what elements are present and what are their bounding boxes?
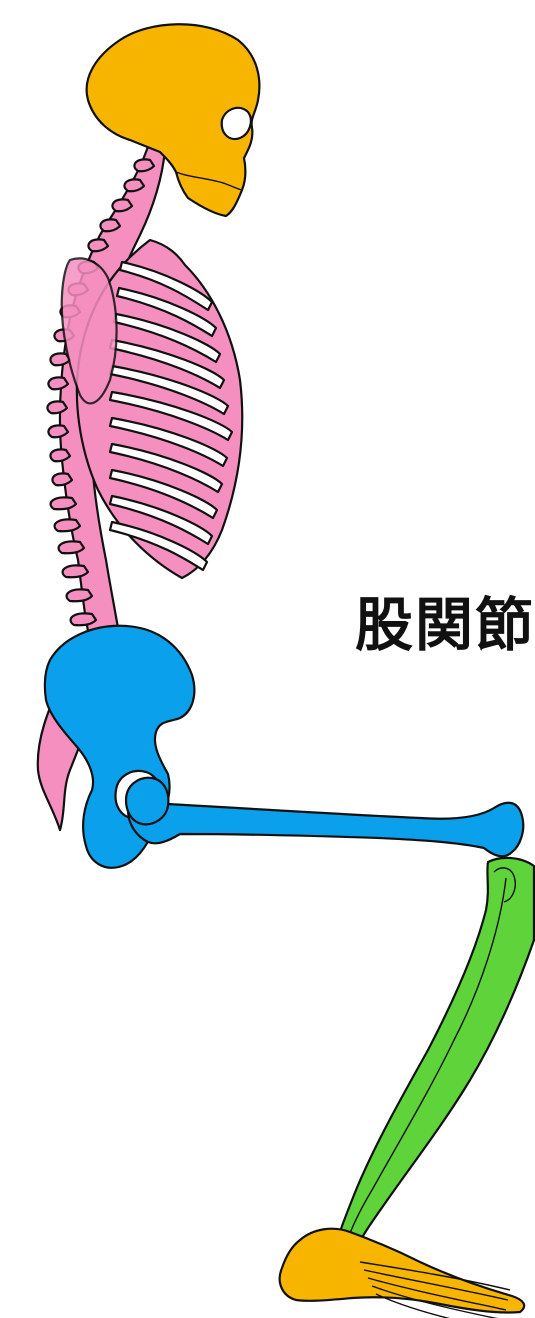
vertebra bbox=[50, 449, 70, 461]
vertebra bbox=[124, 179, 144, 191]
vertebra bbox=[48, 425, 68, 437]
vertebra bbox=[51, 497, 76, 509]
vertebra bbox=[112, 199, 132, 211]
vertebra bbox=[52, 473, 72, 485]
foot bbox=[280, 1229, 524, 1313]
vertebra bbox=[48, 377, 68, 389]
vertebra bbox=[71, 613, 96, 625]
vertebra bbox=[88, 239, 108, 251]
tibia bbox=[334, 858, 534, 1261]
vertebra bbox=[63, 565, 88, 577]
caption-text: 股関節 bbox=[355, 590, 535, 660]
vertebra bbox=[134, 159, 154, 171]
vertebra bbox=[59, 541, 84, 553]
femoral-head bbox=[126, 778, 168, 825]
femur bbox=[128, 781, 523, 857]
vertebra bbox=[47, 401, 67, 413]
vertebra bbox=[55, 519, 80, 531]
vertebra bbox=[100, 219, 120, 231]
vertebra bbox=[67, 589, 92, 601]
eye-socket bbox=[222, 108, 251, 139]
